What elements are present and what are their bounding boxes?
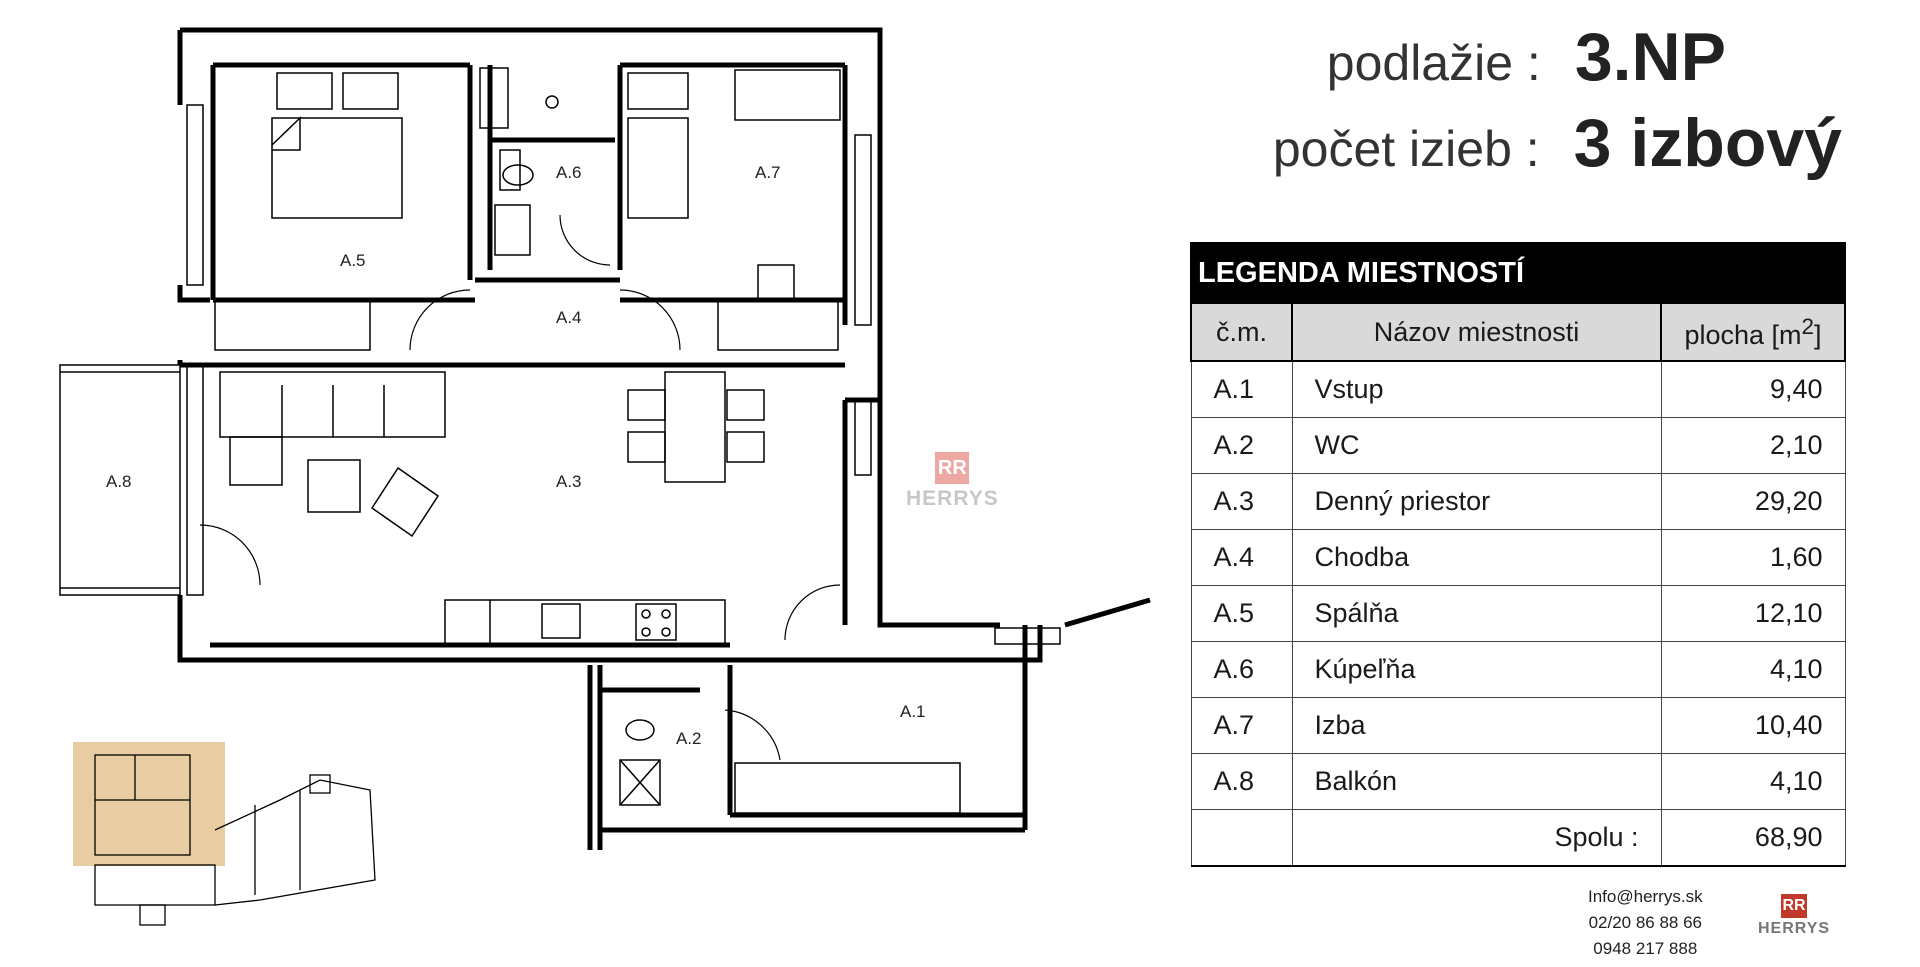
legend-col-area-text: plocha [m bbox=[1684, 319, 1802, 350]
plan-label-a8: A.8 bbox=[106, 472, 132, 491]
table-row: A.2 WC 2,10 bbox=[1190, 417, 1846, 474]
plan-label-a6: A.6 bbox=[556, 163, 582, 182]
row-area: 4,10 bbox=[1660, 641, 1846, 698]
brand-name: HERRYS bbox=[1758, 920, 1831, 937]
row-number: A.1 bbox=[1190, 360, 1293, 418]
floor-header: podlažie : 3.NP bbox=[1327, 18, 1726, 96]
legend-col-area-close: ] bbox=[1814, 319, 1822, 350]
row-number: A.7 bbox=[1190, 697, 1293, 754]
plan-label-a4: A.4 bbox=[556, 308, 582, 327]
row-number: A.5 bbox=[1190, 585, 1293, 642]
row-number: A.2 bbox=[1190, 417, 1293, 474]
watermark-monogram: RR bbox=[935, 452, 970, 484]
row-name: Kúpeľňa bbox=[1291, 641, 1662, 698]
row-area: 1,60 bbox=[1660, 529, 1846, 586]
contact-email[interactable]: Info@herrys.sk bbox=[1588, 887, 1703, 906]
floor-value: 3.NP bbox=[1574, 19, 1726, 95]
brand-monogram: RR bbox=[1781, 894, 1808, 918]
row-name: Spálňa bbox=[1291, 585, 1662, 642]
rooms-label: počet izieb : bbox=[1272, 121, 1540, 177]
rooms-value: 3 izbový bbox=[1573, 105, 1842, 181]
plan-label-a5: A.5 bbox=[340, 251, 366, 270]
brand-logo: RR HERRYS bbox=[1758, 894, 1830, 938]
contact-phone-2[interactable]: 0948 217 888 bbox=[1593, 939, 1698, 958]
plan-windows bbox=[59, 104, 1061, 645]
table-row: A.4 Chodba 1,60 bbox=[1190, 529, 1846, 586]
row-name: Denný priestor bbox=[1291, 473, 1662, 530]
table-row: A.1 Vstup 9,40 bbox=[1190, 360, 1846, 418]
plan-label-a2: A.2 bbox=[676, 729, 702, 748]
row-number: A.8 bbox=[1190, 753, 1293, 810]
contact-phone-1[interactable]: 02/20 86 88 66 bbox=[1588, 913, 1703, 932]
total-row: Spolu : 68,90 bbox=[1190, 809, 1846, 867]
row-area: 12,10 bbox=[1660, 585, 1846, 642]
row-number: A.4 bbox=[1190, 529, 1293, 586]
row-name: WC bbox=[1291, 417, 1662, 474]
plan-doors bbox=[199, 214, 841, 761]
legend-col-area-sup: 2 bbox=[1801, 313, 1815, 339]
row-area: 2,10 bbox=[1660, 417, 1846, 474]
floor-plan: A.5 A.6 A.7 A.4 A.3 A.8 A.2 A.1 bbox=[59, 27, 1151, 926]
legend-title: LEGENDA MIESTNOSTÍ bbox=[1190, 242, 1846, 304]
legend-col-number: č.m. bbox=[1190, 302, 1293, 362]
table-row: A.5 Spálňa 12,10 bbox=[1190, 585, 1846, 642]
legend-col-name: Názov miestnosti bbox=[1291, 302, 1662, 362]
row-name: Izba bbox=[1291, 697, 1662, 754]
contact-info: Info@herrys.sk 02/20 86 88 66 0948 217 8… bbox=[1588, 884, 1703, 962]
key-map bbox=[73, 742, 376, 926]
row-name: Balkón bbox=[1291, 753, 1662, 810]
floor-label: podlažie : bbox=[1326, 35, 1541, 91]
room-legend-table: LEGENDA MIESTNOSTÍ č.m. Názov miestnosti… bbox=[1190, 242, 1846, 867]
legend-col-area: plocha [m2] bbox=[1660, 302, 1846, 362]
plan-label-a7: A.7 bbox=[755, 163, 781, 182]
total-label: Spolu : bbox=[1291, 809, 1662, 867]
row-area: 4,10 bbox=[1660, 753, 1846, 810]
row-name: Vstup bbox=[1291, 360, 1662, 418]
table-row: A.3 Denný priestor 29,20 bbox=[1190, 473, 1846, 530]
brand-watermark: RR HERRYS bbox=[906, 452, 999, 511]
table-row: A.8 Balkón 4,10 bbox=[1190, 753, 1846, 810]
plan-furniture bbox=[214, 67, 961, 814]
row-area: 9,40 bbox=[1660, 360, 1846, 418]
table-row: A.7 Izba 10,40 bbox=[1190, 697, 1846, 754]
watermark-name: HERRYS bbox=[906, 487, 999, 510]
table-row: A.6 Kúpeľňa 4,10 bbox=[1190, 641, 1846, 698]
row-area: 10,40 bbox=[1660, 697, 1846, 754]
total-empty bbox=[1190, 809, 1293, 867]
row-area: 29,20 bbox=[1660, 473, 1846, 530]
plan-label-a3: A.3 bbox=[556, 472, 582, 491]
row-name: Chodba bbox=[1291, 529, 1662, 586]
row-number: A.3 bbox=[1190, 473, 1293, 530]
row-number: A.6 bbox=[1190, 641, 1293, 698]
rooms-header: počet izieb : 3 izbový bbox=[1273, 104, 1842, 182]
plan-label-a1: A.1 bbox=[900, 702, 926, 721]
total-value: 68,90 bbox=[1660, 809, 1846, 867]
